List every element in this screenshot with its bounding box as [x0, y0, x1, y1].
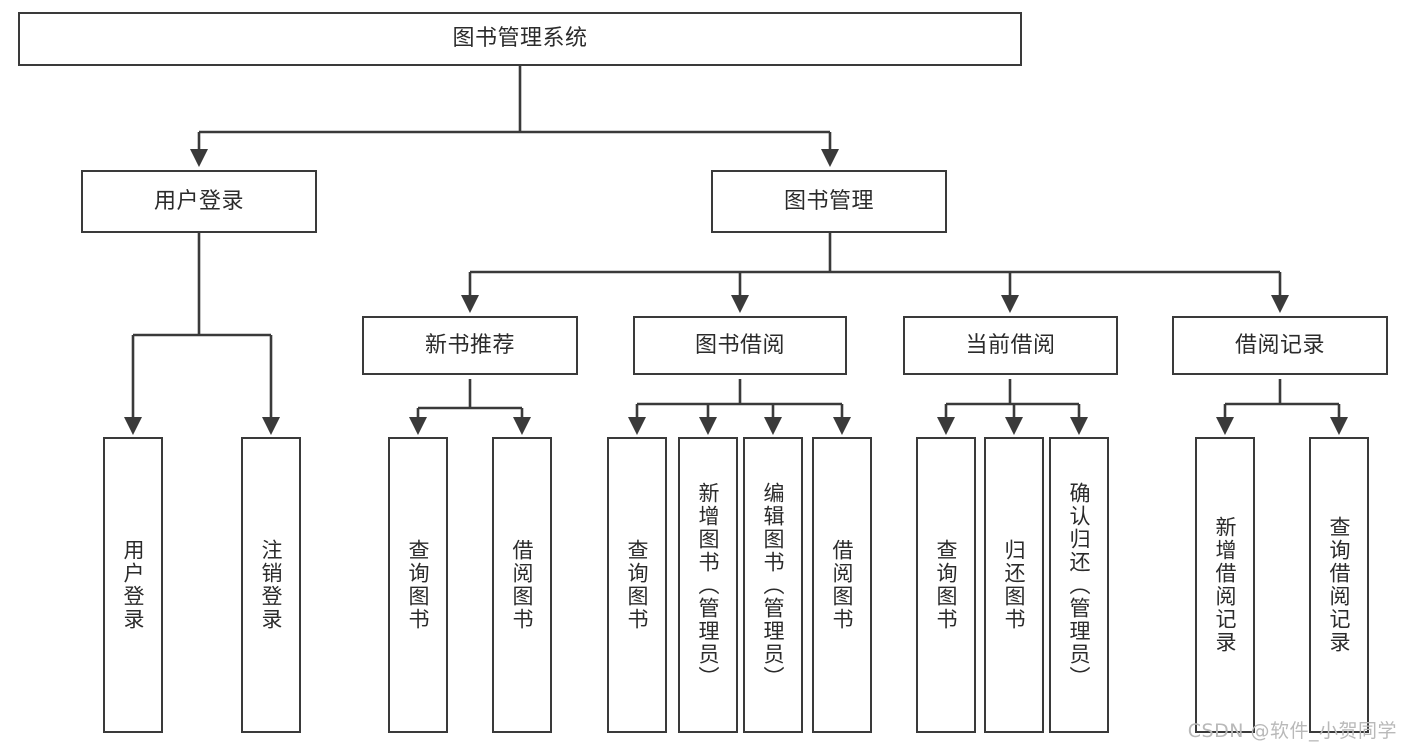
node-new-book-rec[interactable]: 新书推荐	[362, 316, 578, 375]
node-book-borrow[interactable]: 图书借阅	[633, 316, 847, 375]
node-leaf-query-record-label: 查询借阅记录	[1327, 516, 1352, 654]
node-leaf-borrow-book-1[interactable]: 借阅图书	[492, 437, 552, 733]
node-leaf-query-book-1[interactable]: 查询图书	[388, 437, 448, 733]
node-leaf-query-book-3-label: 查询图书	[934, 539, 959, 631]
node-leaf-confirm-return[interactable]: 确认归还（管理员）	[1049, 437, 1109, 733]
node-book-manage[interactable]: 图书管理	[711, 170, 947, 233]
csdn-watermark: CSDN @软件_小贺同学	[1187, 720, 1397, 742]
node-leaf-query-book-2[interactable]: 查询图书	[607, 437, 667, 733]
node-leaf-add-book-label: 新增图书（管理员）	[696, 481, 721, 689]
node-leaf-edit-book[interactable]: 编辑图书（管理员）	[743, 437, 803, 733]
node-current-borrow[interactable]: 当前借阅	[903, 316, 1118, 375]
node-leaf-query-record[interactable]: 查询借阅记录	[1309, 437, 1369, 733]
node-leaf-logout-label: 注销登录	[259, 539, 284, 631]
node-root[interactable]: 图书管理系统	[18, 12, 1022, 66]
node-leaf-user-login-label: 用户登录	[121, 539, 146, 631]
node-leaf-query-book-1-label: 查询图书	[406, 539, 431, 631]
node-leaf-add-record[interactable]: 新增借阅记录	[1195, 437, 1255, 733]
node-root-label: 图书管理系统	[452, 26, 588, 52]
node-leaf-edit-book-label: 编辑图书（管理员）	[761, 481, 786, 689]
node-leaf-borrow-book-2[interactable]: 借阅图书	[812, 437, 872, 733]
node-borrow-record[interactable]: 借阅记录	[1172, 316, 1388, 375]
node-book-manage-label: 图书管理	[783, 188, 874, 214]
node-current-borrow-label: 当前借阅	[965, 332, 1056, 358]
node-leaf-add-record-label: 新增借阅记录	[1213, 516, 1238, 654]
node-leaf-return-book-label: 归还图书	[1002, 539, 1027, 631]
node-leaf-borrow-book-1-label: 借阅图书	[510, 539, 535, 631]
node-borrow-record-label: 借阅记录	[1234, 332, 1325, 358]
node-user-login[interactable]: 用户登录	[81, 170, 317, 233]
node-leaf-borrow-book-2-label: 借阅图书	[830, 539, 855, 631]
node-leaf-query-book-3[interactable]: 查询图书	[916, 437, 976, 733]
node-leaf-add-book[interactable]: 新增图书（管理员）	[678, 437, 738, 733]
node-leaf-confirm-return-label: 确认归还（管理员）	[1067, 481, 1092, 689]
node-leaf-return-book[interactable]: 归还图书	[984, 437, 1044, 733]
node-leaf-query-book-2-label: 查询图书	[625, 539, 650, 631]
node-leaf-logout[interactable]: 注销登录	[241, 437, 301, 733]
node-new-book-rec-label: 新书推荐	[424, 332, 515, 358]
node-book-borrow-label: 图书借阅	[694, 332, 785, 358]
node-leaf-user-login[interactable]: 用户登录	[103, 437, 163, 733]
node-user-login-label: 用户登录	[153, 188, 244, 214]
